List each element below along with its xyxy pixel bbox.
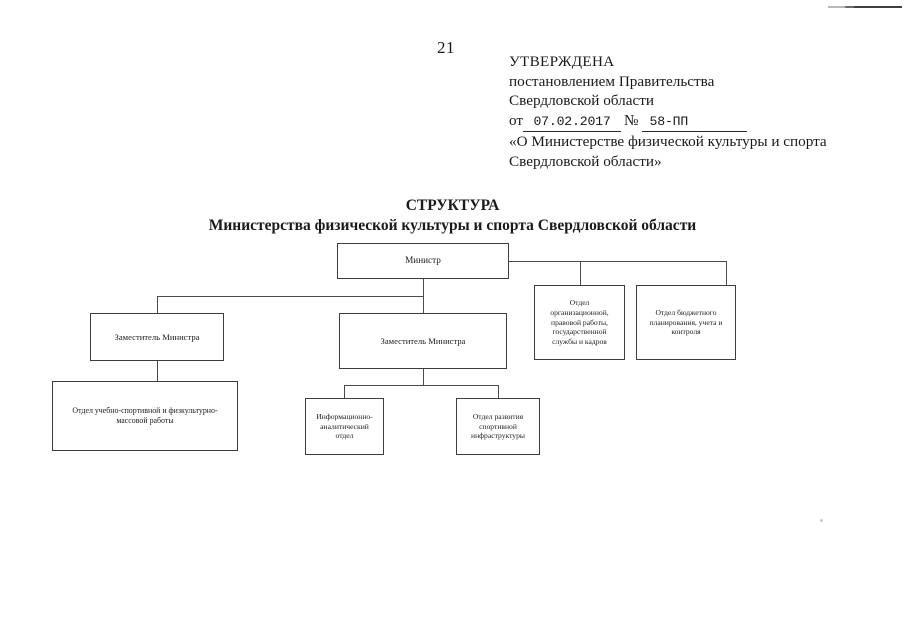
approval-line-3: Свердловской области — [509, 92, 654, 110]
org-node-deputy-minister-1-label: Заместитель Министра — [114, 331, 200, 342]
connector-to-deputy-1 — [157, 296, 158, 313]
org-node-dept-sport-infrastructure[interactable]: Отдел развития спортивной инфраструктуры — [456, 398, 540, 455]
org-node-dept-org[interactable]: Отдел организационной, правовой работы, … — [534, 285, 625, 360]
org-node-minister-label: Министр — [405, 255, 441, 266]
org-node-deputy-minister-2-label: Заместитель Министра — [380, 335, 466, 346]
org-node-dept-org-label: Отдел организационной, правовой работы, … — [550, 298, 609, 347]
page-number: 21 — [437, 38, 455, 57]
number-sign: № — [624, 111, 639, 129]
connector-deputy-bus — [157, 296, 424, 297]
org-node-dept-information-analytics[interactable]: Информационно-аналитический отдел — [305, 398, 384, 455]
connector-to-dept-info — [344, 385, 345, 398]
connector-to-dept-infra — [498, 385, 499, 398]
org-node-dept-sport-education-label: Отдел учебно-спортивной и физкультурно-м… — [72, 405, 218, 425]
chart-title: СТРУКТУРА Министерства физической культу… — [0, 196, 905, 236]
org-node-dept-information-analytics-label: Информационно-аналитический отдел — [316, 411, 373, 441]
org-node-dept-sport-infrastructure-label: Отдел развития спортивной инфраструктуры — [471, 411, 525, 441]
chart-title-line-1: СТРУКТУРА — [405, 197, 500, 214]
date-label: от — [509, 111, 524, 129]
org-node-minister[interactable]: Министр — [337, 243, 509, 279]
connector-to-dept-budget — [726, 261, 727, 285]
connector-to-dept-org — [580, 261, 581, 285]
approval-line-6: Свердловской области» — [509, 152, 662, 170]
document-number-value: 58-ПП — [641, 112, 747, 133]
connector-deputy2-bus — [344, 385, 498, 386]
connector-minister-right-horizontal — [509, 261, 727, 262]
chart-title-line-2: Министерства физической культуры и спорт… — [208, 217, 697, 234]
org-node-dept-budget-label: Отдел бюджетного планирования, учета и к… — [649, 307, 723, 337]
connector-deputy1-to-dept-sport — [157, 361, 158, 381]
org-node-dept-budget[interactable]: Отдел бюджетного планирования, учета и к… — [636, 285, 736, 360]
connector-deputy2-stem — [423, 369, 424, 385]
scan-artifact-top-right — [828, 6, 902, 8]
org-node-deputy-minister-2[interactable]: Заместитель Министра — [339, 313, 507, 369]
approval-heading: УТВЕРЖДЕНА — [509, 53, 615, 70]
approval-block: УТВЕРЖДЕНА постановлением Правительства … — [509, 52, 827, 172]
date-value: 07.02.2017 — [523, 112, 622, 133]
scan-artifact-dot — [820, 519, 823, 522]
approval-line-2: постановлением Правительства — [509, 72, 715, 90]
org-node-dept-sport-education[interactable]: Отдел учебно-спортивной и физкультурно-м… — [52, 381, 238, 451]
approval-line-5: «О Министерстве физической культуры и сп… — [509, 133, 827, 151]
org-node-deputy-minister-1[interactable]: Заместитель Министра — [90, 313, 224, 361]
